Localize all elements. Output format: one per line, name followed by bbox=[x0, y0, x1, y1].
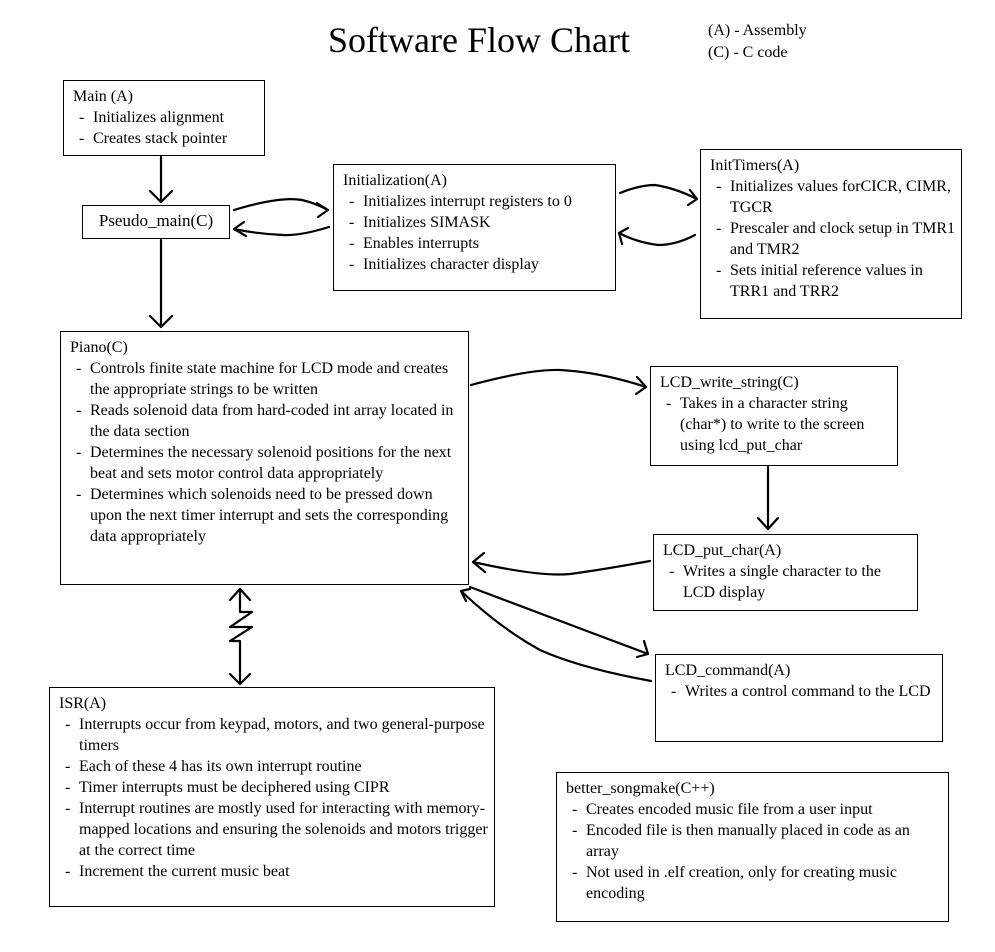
edge-pseudo-main-to-piano bbox=[148, 238, 174, 329]
legend-item-c-code: (C) - C code bbox=[708, 44, 788, 61]
node-item: Initializes alignment bbox=[73, 107, 258, 128]
node-item: Interrupt routines are mostly used for i… bbox=[59, 798, 488, 861]
node-item: Initializes interrupt registers to 0 bbox=[343, 191, 609, 212]
node-lcd-command: LCD_command(A) Writes a control command … bbox=[655, 654, 943, 742]
node-item: Each of these 4 has its own interrupt ro… bbox=[59, 756, 488, 777]
node-item: Interrupts occur from keypad, motors, an… bbox=[59, 714, 488, 756]
node-item: Writes a single character to the LCD dis… bbox=[663, 561, 911, 603]
node-title: Main (A) bbox=[73, 88, 133, 105]
edge-initialization-to-init-timers bbox=[618, 183, 699, 207]
node-item: Encoded file is then manually placed in … bbox=[566, 820, 942, 862]
edge-piano-isr-interrupt bbox=[228, 587, 254, 686]
node-item: Increment the current music beat bbox=[59, 861, 488, 882]
node-isr: ISR(A) Interrupts occur from keypad, mot… bbox=[49, 687, 495, 907]
node-item: Initializes values forCICR, CIMR, TGCR bbox=[710, 176, 955, 218]
node-item: Controls finite state machine for LCD mo… bbox=[70, 358, 462, 400]
node-item: Creates encoded music file from a user i… bbox=[566, 799, 942, 820]
node-item: Creates stack pointer bbox=[73, 128, 258, 149]
node-title: ISR(A) bbox=[59, 695, 107, 712]
node-pseudo-main: Pseudo_main(C) bbox=[82, 205, 230, 239]
edge-initialization-to-pseudo-main bbox=[232, 220, 331, 238]
edge-lcd-write-string-to-lcd-put-char bbox=[756, 465, 780, 531]
node-lcd-write-string: LCD_write_string(C) Takes in a character… bbox=[650, 366, 898, 466]
node-item: Determines which solenoids need to be pr… bbox=[70, 484, 462, 547]
node-better-songmake: better_songmake(C++) Creates encoded mus… bbox=[556, 772, 949, 922]
node-item: Prescaler and clock setup in TMR1 and TM… bbox=[710, 218, 955, 260]
node-title: LCD_put_char(A) bbox=[663, 542, 782, 559]
node-piano: Piano(C) Controls finite state machine f… bbox=[60, 331, 469, 585]
edge-init-timers-to-initialization bbox=[617, 226, 697, 247]
node-item: Determines the necessary solenoid positi… bbox=[70, 442, 462, 484]
node-init-timers: InitTimers(A) Initializes values forCICR… bbox=[700, 149, 962, 319]
node-item: Initializes SIMASK bbox=[343, 212, 609, 233]
node-item: Takes in a character string (char*) to w… bbox=[660, 393, 891, 456]
edge-pseudo-main-to-initialization bbox=[232, 198, 330, 219]
legend-item-assembly: (A) - Assembly bbox=[708, 22, 807, 39]
node-title: Piano(C) bbox=[70, 339, 128, 356]
node-title: LCD_write_string(C) bbox=[660, 374, 799, 391]
edge-piano-to-lcd-command bbox=[468, 585, 650, 659]
edge-lcd-command-to-piano bbox=[459, 587, 653, 683]
node-item: Not used in .elf creation, only for crea… bbox=[566, 862, 942, 904]
node-item: Sets initial reference values in TRR1 an… bbox=[710, 260, 955, 302]
chart-title: Software Flow Chart bbox=[328, 20, 630, 60]
edge-piano-to-lcd-write-string bbox=[469, 368, 648, 396]
node-title: Pseudo_main(C) bbox=[98, 211, 214, 230]
node-title: LCD_command(A) bbox=[665, 662, 791, 679]
edge-lcd-put-char-to-piano bbox=[471, 551, 652, 576]
node-item: Reads solenoid data from hard-coded int … bbox=[70, 400, 462, 442]
node-main: Main (A) Initializes alignment Creates s… bbox=[63, 80, 265, 156]
node-item: Writes a control command to the LCD bbox=[665, 681, 936, 702]
node-item: Timer interrupts must be deciphered usin… bbox=[59, 777, 488, 798]
node-lcd-put-char: LCD_put_char(A) Writes a single characte… bbox=[653, 534, 918, 611]
node-title: better_songmake(C++) bbox=[566, 780, 715, 797]
legend: (A) - Assembly (C) - C code bbox=[708, 20, 807, 64]
node-title: InitTimers(A) bbox=[710, 157, 800, 174]
node-title: Initialization(A) bbox=[343, 172, 447, 189]
node-initialization: Initialization(A) Initializes interrupt … bbox=[333, 164, 616, 291]
edge-main-to-pseudo-main bbox=[148, 155, 174, 204]
node-item: Initializes character display bbox=[343, 254, 609, 275]
node-item: Enables interrupts bbox=[343, 233, 609, 254]
